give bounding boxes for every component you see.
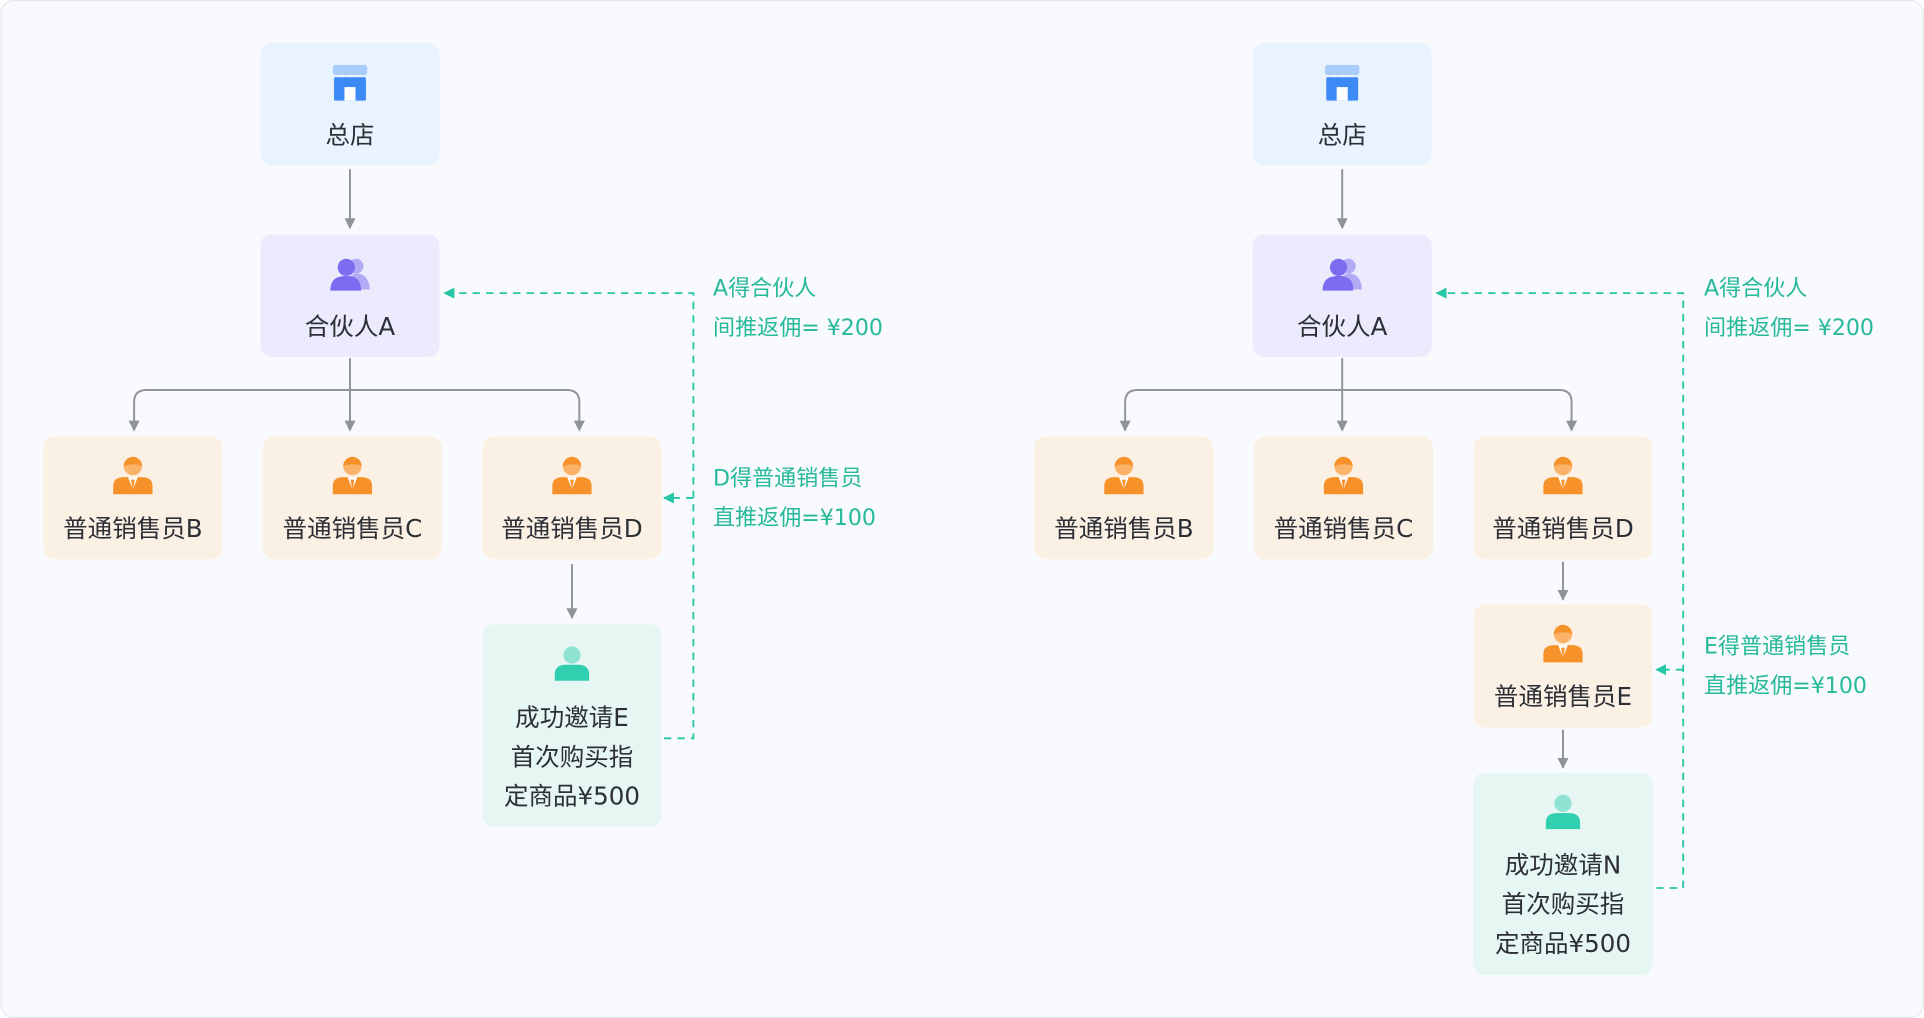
node-sales-b: 普通销售员B xyxy=(43,436,223,560)
partner-commission-note-line-1: A得合伙人 xyxy=(713,277,816,302)
partner-commission-note-line-2: 间推返佣= ¥200 xyxy=(1704,316,1874,341)
connector-partner-sales-d xyxy=(349,389,585,432)
connector-partner-sales-b xyxy=(1119,358,1344,432)
connector-partner-sales-d xyxy=(1342,389,1578,432)
customer-line-3: 定商品¥500 xyxy=(504,782,640,811)
customer-line-2: 首次购买指 xyxy=(511,742,634,771)
sales-d-label: 普通销售员D xyxy=(1492,514,1633,543)
node-customer: 成功邀请E 首次购买指 定商品¥500 xyxy=(482,624,662,827)
partner-commission-note-line-2: 间推返佣= ¥200 xyxy=(713,316,883,341)
sales-d-label: 普通销售员D xyxy=(501,514,642,543)
left-diagram: 总店 合伙人A 普通销售员B 普通销售员C 普通销售员D 成功邀请E 首次购买 xyxy=(43,42,883,827)
sales-commission-note-line-1: D得普通销售员 xyxy=(713,467,862,492)
customer-line-1: 成功邀请E xyxy=(515,703,629,732)
node-sales-b: 普通销售员B xyxy=(1034,436,1214,560)
store-icon xyxy=(332,65,368,101)
customer-line-2: 首次购买指 xyxy=(1502,890,1625,919)
node-store: 总店 xyxy=(1252,42,1432,166)
node-partner: 合伙人A xyxy=(260,234,440,357)
node-partner: 合伙人A xyxy=(1252,234,1432,357)
sales-c-label: 普通销售员C xyxy=(1274,514,1414,543)
sales-c-label: 普通销售员C xyxy=(283,514,423,543)
node-store: 总店 xyxy=(260,42,440,166)
store-label: 总店 xyxy=(325,121,374,150)
right-diagram: 总店 合伙人A 普通销售员B 普通销售员C 普通销售员D 普通销售员E xyxy=(1034,42,1874,976)
node-sales-c: 普通销售员C xyxy=(262,436,442,560)
customer-line-1: 成功邀请N xyxy=(1505,850,1621,879)
partner-label: 合伙人A xyxy=(305,312,396,341)
sales-commission-note-line-1: E得普通销售员 xyxy=(1704,635,1850,660)
node-sales-c: 普通销售员C xyxy=(1253,436,1433,560)
partner-label: 合伙人A xyxy=(1297,312,1388,341)
connector-partner-sales-b xyxy=(128,358,351,432)
sales-e-label: 普通销售员E xyxy=(1494,682,1632,711)
sales-commission-note-line-2: 直推返佣=¥100 xyxy=(713,506,876,531)
commission-flow-to-partner xyxy=(1435,287,1685,889)
sales-commission-note-line-2: 直推返佣=¥100 xyxy=(1704,674,1867,699)
node-customer: 成功邀请N 首次购买指 定商品¥500 xyxy=(1473,772,1653,976)
store-label: 总店 xyxy=(1318,121,1367,150)
sales-b-label: 普通销售员B xyxy=(1054,514,1193,543)
sales-b-label: 普通销售员B xyxy=(63,514,202,543)
commission-flow-to-partner xyxy=(443,287,695,740)
node-sales-d: 普通销售员D xyxy=(482,436,662,560)
store-icon xyxy=(1325,65,1360,101)
node-sales-e: 普通销售员E xyxy=(1473,604,1653,728)
customer-line-3: 定商品¥500 xyxy=(1495,929,1631,958)
partner-commission-note-line-1: A得合伙人 xyxy=(1704,277,1807,302)
node-sales-d: 普通销售员D xyxy=(1473,436,1653,560)
